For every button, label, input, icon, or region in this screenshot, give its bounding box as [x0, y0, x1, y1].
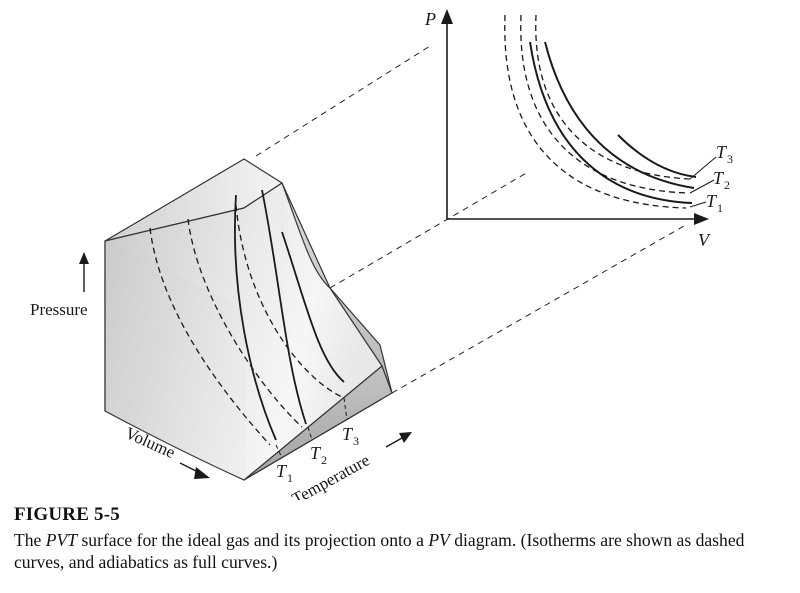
- leader-t3: [689, 156, 717, 180]
- surface-label-t1: T1: [276, 461, 293, 485]
- pv-t2-name: T: [713, 168, 725, 188]
- surface-isotherm-2: [187, 218, 303, 428]
- surface-isotherm-3: [235, 204, 345, 399]
- pv-isotherm-label-t3: T3: [716, 142, 733, 166]
- pv-v-label: V: [698, 230, 711, 250]
- drop-t3: [343, 397, 348, 421]
- pv-isotherm-t1: [504, 14, 687, 209]
- figure-caption: FIGURE 5-5 The PVT surface for the ideal…: [14, 504, 786, 573]
- volume-arrowhead: [194, 467, 210, 479]
- pvt-figure: P V T3 T2 T1 Pressure Volume Temperature…: [30, 9, 733, 500]
- pv-adiabatic-2: [544, 41, 695, 189]
- surface-isotherms: [149, 204, 345, 446]
- projection-lines: [255, 45, 685, 394]
- pv-isotherm-label-t1: T1: [706, 191, 723, 215]
- pv-t3-name: T: [716, 142, 728, 162]
- caption-part: The: [14, 530, 46, 550]
- pv-p-arrowhead: [441, 9, 453, 24]
- surface-t2-name: T: [310, 443, 322, 463]
- drop-t2: [307, 426, 313, 441]
- surface-adiabatic-3: [281, 231, 345, 383]
- pv-isotherms: [504, 14, 691, 209]
- leader-t1: [689, 201, 707, 208]
- surface-t1-sub: 1: [287, 471, 293, 485]
- pv-label-leaders: [689, 156, 717, 208]
- figure-label: FIGURE 5-5: [14, 504, 120, 525]
- surface-adiabatic-1: [234, 194, 277, 441]
- pv-isotherm-t3: [535, 14, 691, 180]
- pv-adiabatic-3: [617, 134, 697, 178]
- surface-t1-name: T: [276, 461, 288, 481]
- surface-t3-sub: 3: [353, 434, 359, 448]
- surface-label-t3: T3: [342, 424, 359, 448]
- pv-isotherm-label-t2: T2: [713, 168, 730, 192]
- surface-t2-sub: 2: [321, 453, 327, 467]
- temperature-arrowhead: [399, 432, 412, 443]
- drop-t1: [275, 444, 283, 459]
- caption-part-italic: PV: [428, 530, 450, 550]
- temperature-drop-lines: [275, 397, 348, 459]
- surface-t3-name: T: [342, 424, 354, 444]
- pv-axes: [446, 24, 694, 220]
- pv-t1-sub: 1: [717, 201, 723, 215]
- figure-caption-text: The PVT surface for the ideal gas and it…: [14, 529, 786, 573]
- caption-part: diagram. (Isotherms are shown as dashed …: [14, 530, 745, 572]
- pv-t2-sub: 2: [724, 178, 730, 192]
- pv-isotherm-t2: [520, 14, 689, 194]
- pv-adiabatics: [529, 41, 697, 204]
- pv-adiabatic-1: [529, 41, 693, 204]
- temperature-label: Temperature: [289, 450, 373, 500]
- projection-line-middle: [329, 171, 529, 289]
- pv-p-label: P: [424, 9, 436, 29]
- pv-v-arrowhead: [694, 213, 709, 225]
- leader-t2: [689, 179, 715, 194]
- pressure-arrowhead: [79, 252, 89, 264]
- temperature-arrow-shaft: [385, 437, 403, 448]
- caption-part: surface for the ideal gas and its projec…: [77, 530, 429, 550]
- projection-line-bottom: [391, 225, 685, 394]
- surface-adiabatic-2: [261, 189, 307, 425]
- pv-t1-name: T: [706, 191, 718, 211]
- caption-part-italic: PVT: [45, 530, 78, 550]
- surface-label-t2: T2: [310, 443, 327, 467]
- projection-line-top: [255, 45, 431, 157]
- surface-isotherm-1: [149, 227, 271, 446]
- pv-t3-sub: 3: [727, 152, 733, 166]
- surface-adiabatics: [234, 189, 345, 441]
- pressure-label: Pressure: [30, 300, 88, 319]
